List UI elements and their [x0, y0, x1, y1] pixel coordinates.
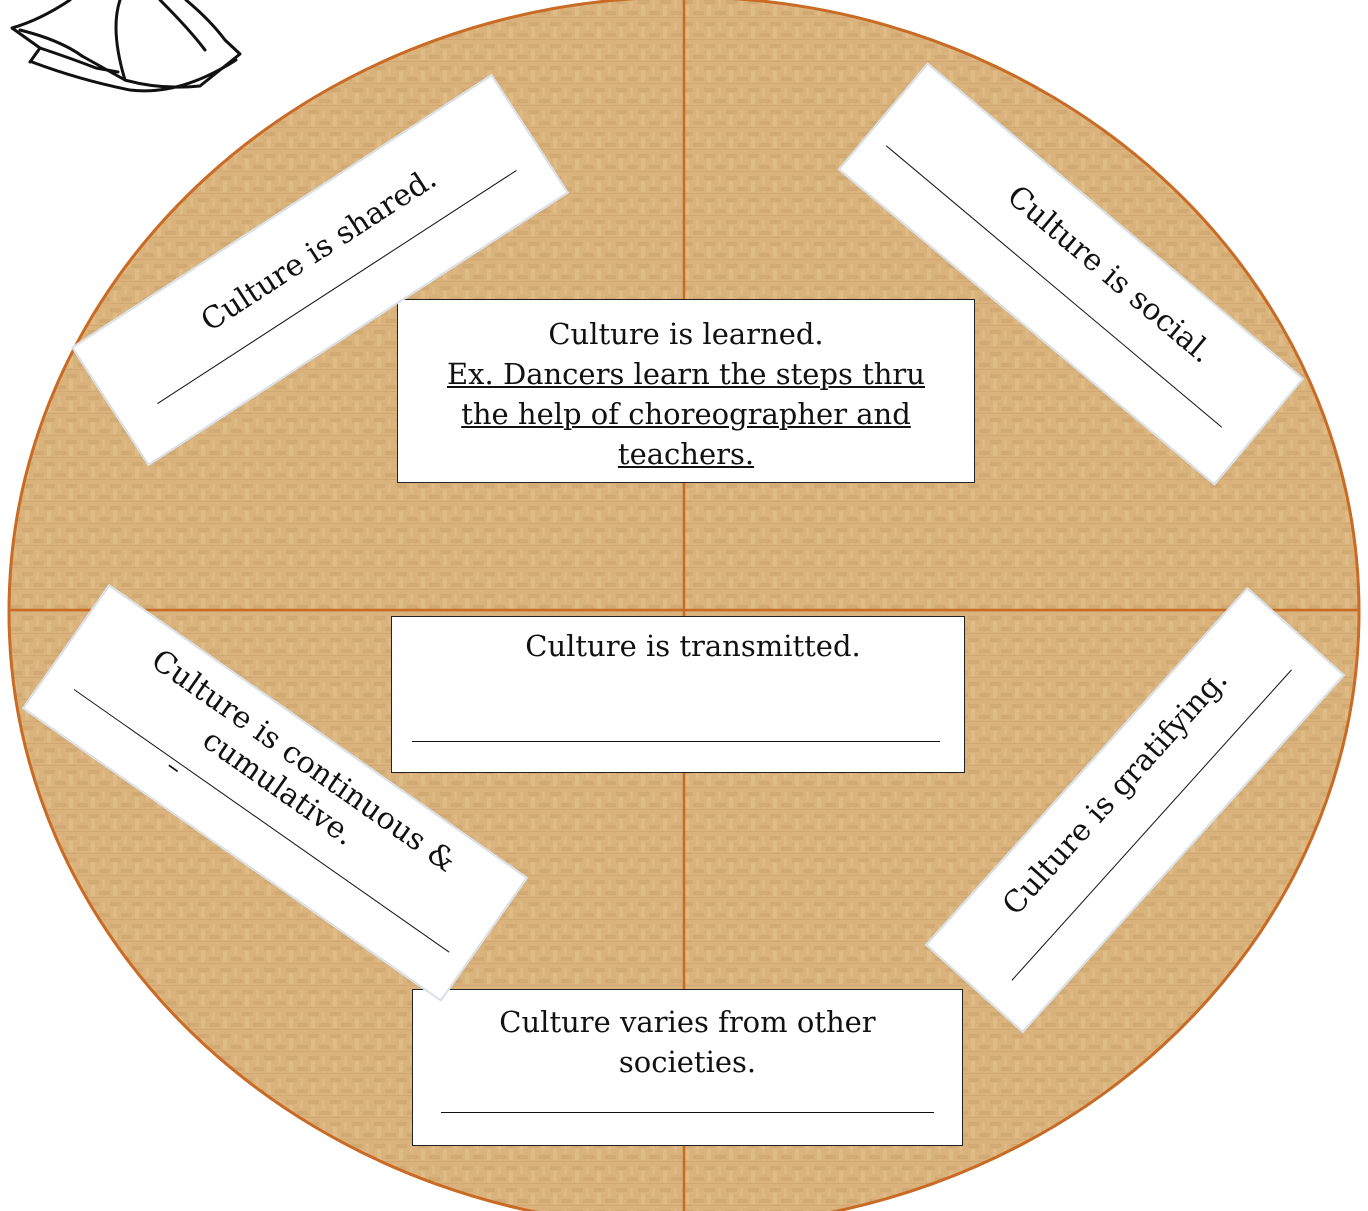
transmitted-answer-line	[412, 741, 940, 742]
card-culture-learned: Culture is learned. Ex. Dancers learn th…	[397, 299, 975, 483]
transmitted-title: Culture is transmitted.	[525, 629, 861, 663]
varies-title-line2: societies.	[618, 1045, 757, 1079]
card-culture-varies: Culture varies from other societies.	[412, 989, 963, 1146]
varies-answer-line	[441, 1112, 934, 1113]
learned-title: Culture is learned.	[548, 317, 824, 351]
card-culture-transmitted: Culture is transmitted.	[391, 616, 965, 773]
learned-example: Ex. Dancers learn the steps thru the hel…	[447, 357, 925, 471]
bell-sketch-icon	[10, 0, 242, 93]
varies-title-line1: Culture varies from other	[499, 1005, 876, 1039]
